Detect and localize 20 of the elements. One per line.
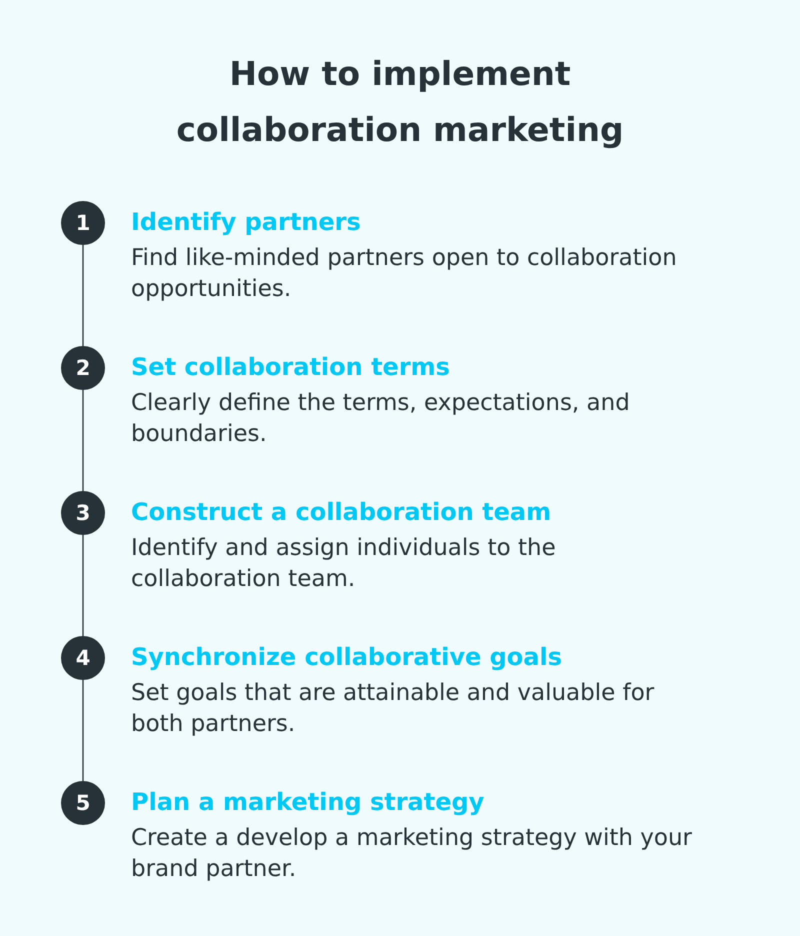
title: How to implement collaboration marketing bbox=[175, 53, 625, 151]
step-heading: Plan a marketing strategy bbox=[131, 787, 486, 817]
timeline-connector-line bbox=[82, 680, 84, 781]
step-heading: Set collaboration terms bbox=[131, 352, 451, 382]
step-number-circle: 5 bbox=[61, 781, 105, 825]
timeline-connector-line bbox=[82, 390, 84, 491]
step-description: Identify and assign individuals to the collaboration team. bbox=[131, 534, 557, 594]
step-heading: Identify partners bbox=[131, 207, 362, 237]
step-heading: Synchronize collaborative goals bbox=[131, 642, 563, 672]
step-number-circle: 3 bbox=[61, 491, 105, 535]
step-description: Set goals that are attainable and valuable for both partners. bbox=[131, 679, 656, 739]
step-heading: Construct a collaboration team bbox=[131, 497, 552, 527]
timeline-connector-line bbox=[82, 535, 84, 636]
step-number-circle: 4 bbox=[61, 636, 105, 680]
step-number-circle: 1 bbox=[61, 201, 105, 245]
step-number-circle: 2 bbox=[61, 346, 105, 390]
timeline-connector-line bbox=[82, 245, 84, 346]
step-description: Find like-minded partners open to collaboration opportunities. bbox=[131, 244, 678, 304]
step-description: Create a develop a marketing strategy with your brand partner. bbox=[131, 824, 693, 884]
step-description: Clearly define the terms, expectations, and boundaries. bbox=[131, 389, 631, 449]
